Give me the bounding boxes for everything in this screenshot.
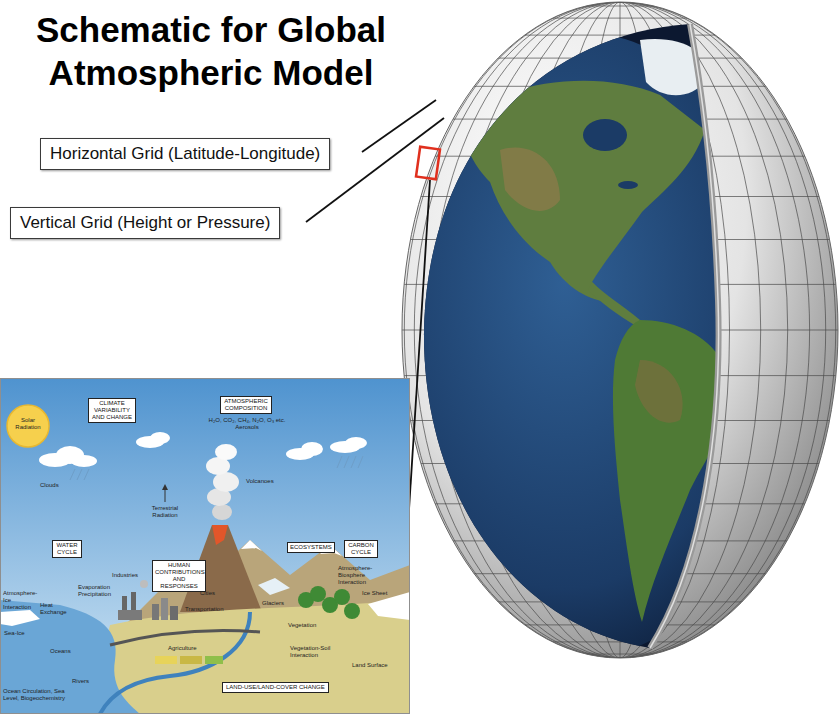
picture-label: Ocean Circulation, Sea Level, Biogeochem… [3,688,75,702]
picture-label: Sea-Ice [4,630,25,637]
theme-box: HUMAN CONTRIBUTIONS AND RESPONSES [152,560,206,592]
grid-cell-marker [416,147,440,179]
theme-box: CARBON CYCLE [344,540,378,558]
picture-label: Vegetation [288,622,316,629]
picture-label: Heat Exchange [40,602,66,616]
theme-box: LAND-USE/LAND-COVER CHANGE [222,682,329,693]
callout-text: Horizontal Grid (Latitude-Longitude) [50,144,320,164]
picture-label: Land Surface [352,662,388,669]
picture-label: Atmosphere-Ice Interaction [3,590,39,611]
theme-title: HUMAN CONTRIBUTIONS AND RESPONSES [155,562,203,590]
picture-label: Ice Sheet [362,590,387,597]
theme-title: ECOSYSTEMS [290,544,332,551]
picture-label: Evaporation Precipitation [78,584,114,598]
picture-label: Oceans [50,648,71,655]
picture-label: Vegetation-Soil Interaction [290,645,332,659]
picture-label: Glaciers [262,600,284,607]
picture-label: Transportation [185,606,223,613]
picture-label: Industries [112,572,138,579]
gas-list: H₂O, CO₂, CH₄, N₂O, O₃ etc. Aerosols [204,417,290,431]
theme-title: ATMOSPHERIC COMPOSITION [223,398,269,412]
grid-callout-box: Horizontal Grid (Latitude-Longitude) [40,138,330,170]
diagram-title: Schematic for Global Atmospheric Model [6,8,416,94]
picture-label: Terrestrial Radiation [150,505,180,519]
picture-label: Atmosphere-Biosphere Interaction [338,565,380,586]
theme-box: ATMOSPHERIC COMPOSITION [220,396,272,414]
theme-box: CLIMATE VARIABILITY AND CHANGE [88,398,136,423]
climate-system-inset [0,378,410,714]
theme-title: WATER CYCLE [55,542,79,556]
callout-text: Vertical Grid (Height or Pressure) [20,213,270,233]
theme-box: WATER CYCLE [52,540,82,558]
picture-label: Clouds [40,482,59,489]
theme-title: CARBON CYCLE [347,542,375,556]
theme-title: CLIMATE VARIABILITY AND CHANGE [91,400,133,421]
leader-line [362,100,436,152]
grid-callout-box: Vertical Grid (Height or Pressure) [10,207,280,239]
picture-label: Volcanoes [246,478,274,485]
theme-title: LAND-USE/LAND-COVER CHANGE [226,684,325,691]
theme-box: ECOSYSTEMS [287,542,335,553]
picture-label: Rivers [72,678,89,685]
sun-label: Solar Radiation [12,417,44,431]
picture-label: Agriculture [168,645,197,652]
picture-label: Cities [200,590,215,597]
leader-line [306,118,444,222]
